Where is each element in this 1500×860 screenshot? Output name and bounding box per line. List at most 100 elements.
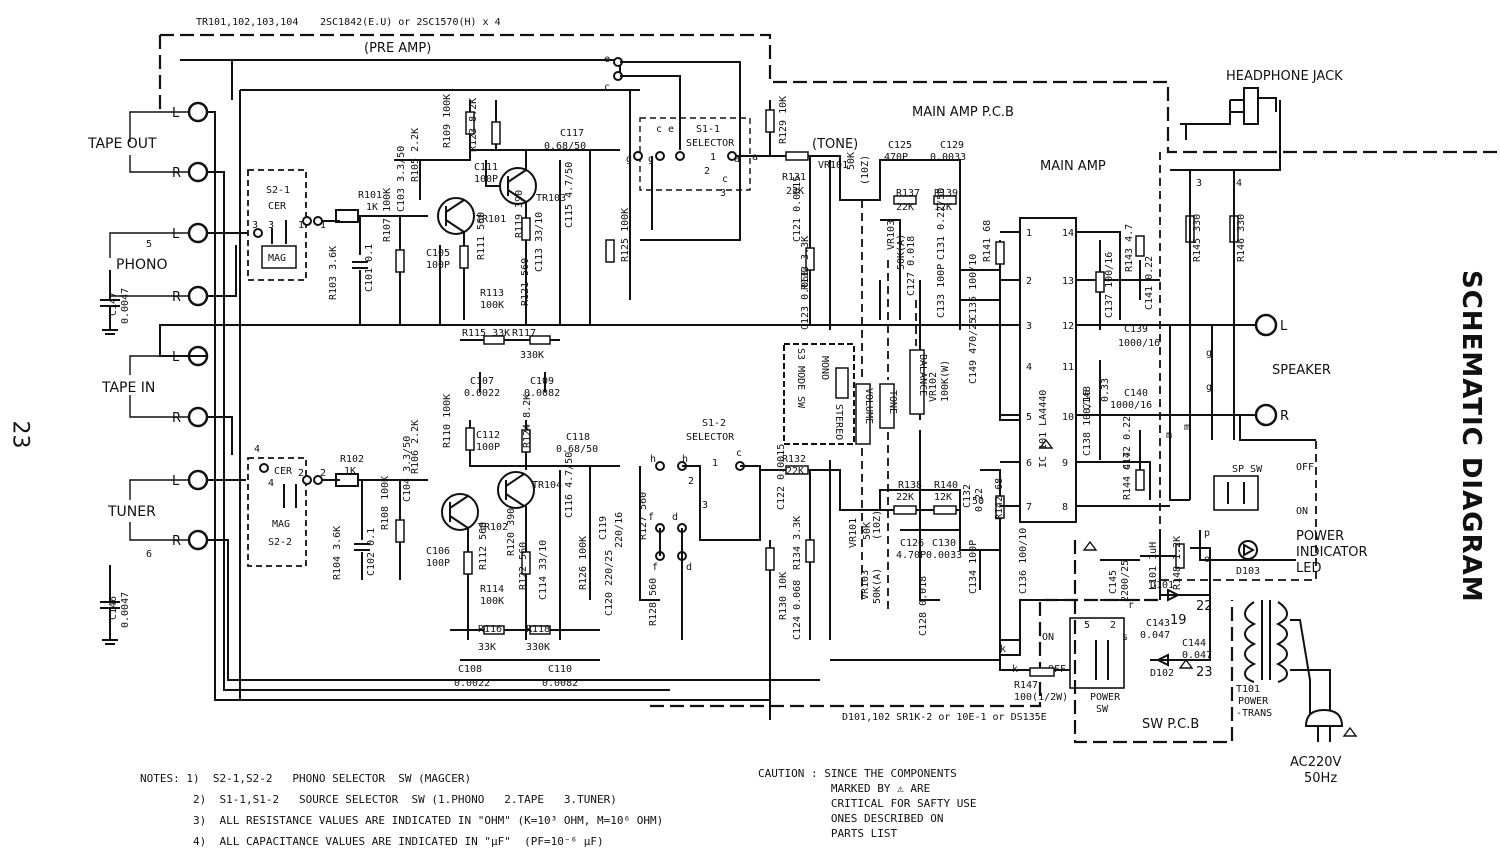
svg-text:C113 33/10: C113 33/10 (534, 212, 545, 272)
svg-text:a: a (734, 154, 740, 165)
svg-text:R114: R114 (480, 584, 504, 595)
svg-text:2: 2 (704, 166, 710, 177)
svg-text:3: 3 (252, 220, 258, 231)
power-section: POWER INDICATOR LED D103 po L101 1uH R14… (1082, 528, 1368, 786)
svg-text:5: 5 (1084, 620, 1090, 631)
svg-text:C133 100P: C133 100P (936, 264, 947, 318)
svg-text:330K: 330K (526, 642, 550, 653)
svg-text:c: c (736, 448, 742, 459)
svg-text:0.047: 0.047 (1140, 630, 1170, 641)
svg-text:C128 0.018: C128 0.018 (918, 576, 929, 636)
svg-text:5: 5 (1026, 412, 1032, 423)
svg-text:0.0082: 0.0082 (542, 678, 578, 689)
svg-text:33K: 33K (478, 642, 496, 653)
svg-text:e: e (668, 124, 674, 135)
svg-text:50K: 50K (862, 522, 873, 540)
svg-text:D103: D103 (1236, 566, 1260, 577)
svg-text:R118: R118 (526, 624, 550, 635)
tone-section-label: (TONE) (812, 137, 858, 152)
svg-text:R111 560: R111 560 (476, 212, 487, 260)
svg-text:2: 2 (1110, 620, 1116, 631)
svg-text:C124 0.068: C124 0.068 (792, 580, 803, 640)
svg-text:C148: C148 (1082, 386, 1093, 410)
svg-text:R127 560: R127 560 (638, 492, 649, 540)
svg-text:r: r (1128, 600, 1134, 611)
svg-text:C143: C143 (1146, 618, 1170, 629)
tape-out-label: TAPE OUT (87, 136, 157, 152)
svg-text:R148 1.2K: R148 1.2K (1172, 536, 1183, 590)
tape-in-label: TAPE IN (101, 380, 155, 396)
svg-text:13: 13 (1062, 276, 1074, 287)
jack-label: L (172, 227, 180, 242)
svg-text:22: 22 (1196, 599, 1213, 614)
svg-text:e: e (604, 54, 610, 65)
svg-text:D102: D102 (1150, 668, 1174, 679)
svg-text:TR103: TR103 (536, 193, 566, 204)
svg-text:c: c (656, 124, 662, 135)
svg-text:C132: C132 (962, 484, 973, 508)
svg-text:470P: 470P (884, 152, 908, 163)
svg-text:0.047: 0.047 (1182, 650, 1212, 661)
s1-2-selector-label: SELECTOR (686, 432, 735, 443)
svg-text:8: 8 (1062, 502, 1068, 513)
headphone-jack[interactable] (1243, 87, 1259, 125)
svg-text:VR101: VR101 (818, 160, 848, 171)
svg-text:0.0082: 0.0082 (524, 388, 560, 399)
svg-text:C104 3.3/50: C104 3.3/50 (402, 436, 413, 502)
svg-text:C114 33/10: C114 33/10 (538, 540, 549, 600)
svg-text:R141 68: R141 68 (982, 220, 993, 262)
jack-phono-r[interactable] (187, 285, 209, 307)
jack-phono-l[interactable] (187, 222, 209, 244)
jack-label: L (172, 106, 180, 121)
svg-text:4: 4 (1026, 362, 1032, 373)
trans-line-1: T101 (1236, 684, 1260, 695)
power-indicator-line-2: INDICATOR (1296, 545, 1368, 560)
svg-text:C119: C119 (598, 516, 609, 540)
svg-text:f: f (652, 562, 658, 573)
s2-1-cer: CER (268, 201, 287, 212)
svg-text:C125: C125 (888, 140, 912, 151)
svg-text:2: 2 (688, 476, 694, 487)
svg-text:f: f (648, 512, 654, 523)
jack-tape-out-l[interactable] (187, 101, 209, 123)
svg-text:R102: R102 (340, 454, 364, 465)
svg-text:R144 4.7: R144 4.7 (1122, 452, 1133, 500)
jack-label: R (172, 166, 181, 181)
svg-text:R139: R139 (934, 188, 958, 199)
svg-text:L101 1uH: L101 1uH (1148, 542, 1159, 590)
svg-text:TR101: TR101 (476, 214, 506, 225)
power-indicator-line-3: LED (1296, 561, 1321, 576)
svg-text:10: 10 (1062, 412, 1074, 423)
svg-text:22K: 22K (786, 466, 804, 477)
svg-text:22K: 22K (896, 202, 914, 213)
balance-label: BALANCE (917, 354, 928, 396)
caution-line-1: SINCE THE COMPONENTS (824, 767, 957, 780)
svg-text:1000/16: 1000/16 (1118, 338, 1160, 349)
svg-text:22K: 22K (786, 186, 804, 197)
jack-tape-in-r[interactable] (187, 406, 209, 428)
svg-text:C102 0.1: C102 0.1 (366, 528, 377, 576)
svg-text:VR103: VR103 (860, 570, 871, 600)
svg-text:c: c (722, 174, 728, 185)
jack-channel-labels: L R L R L R L R (172, 106, 181, 549)
svg-text:330K: 330K (520, 350, 544, 361)
speaker-r-label: R (1280, 409, 1289, 424)
main-amp-pcb-label: MAIN AMP P.C.B (912, 105, 1014, 120)
jack-tuner-l[interactable] (187, 469, 209, 491)
speaker-switch[interactable] (1213, 475, 1259, 511)
svg-text:s: s (1122, 632, 1128, 643)
svg-text:C118: C118 (566, 432, 590, 443)
s2-2-label: S2-2 (268, 537, 292, 548)
svg-text:1K: 1K (344, 466, 356, 477)
svg-text:C107: C107 (470, 376, 494, 387)
svg-text:3: 3 (720, 188, 726, 199)
speaker-terminal-r[interactable] (1254, 403, 1278, 427)
svg-text:5: 5 (146, 239, 152, 250)
svg-text:C147: C147 (108, 292, 119, 316)
svg-text:R126 100K: R126 100K (578, 536, 589, 590)
jack-tape-out-r[interactable] (187, 161, 209, 183)
s2-2-cer: CER (274, 466, 293, 477)
speaker-terminal-l[interactable] (1254, 313, 1278, 337)
jack-tuner-r[interactable] (187, 529, 209, 551)
